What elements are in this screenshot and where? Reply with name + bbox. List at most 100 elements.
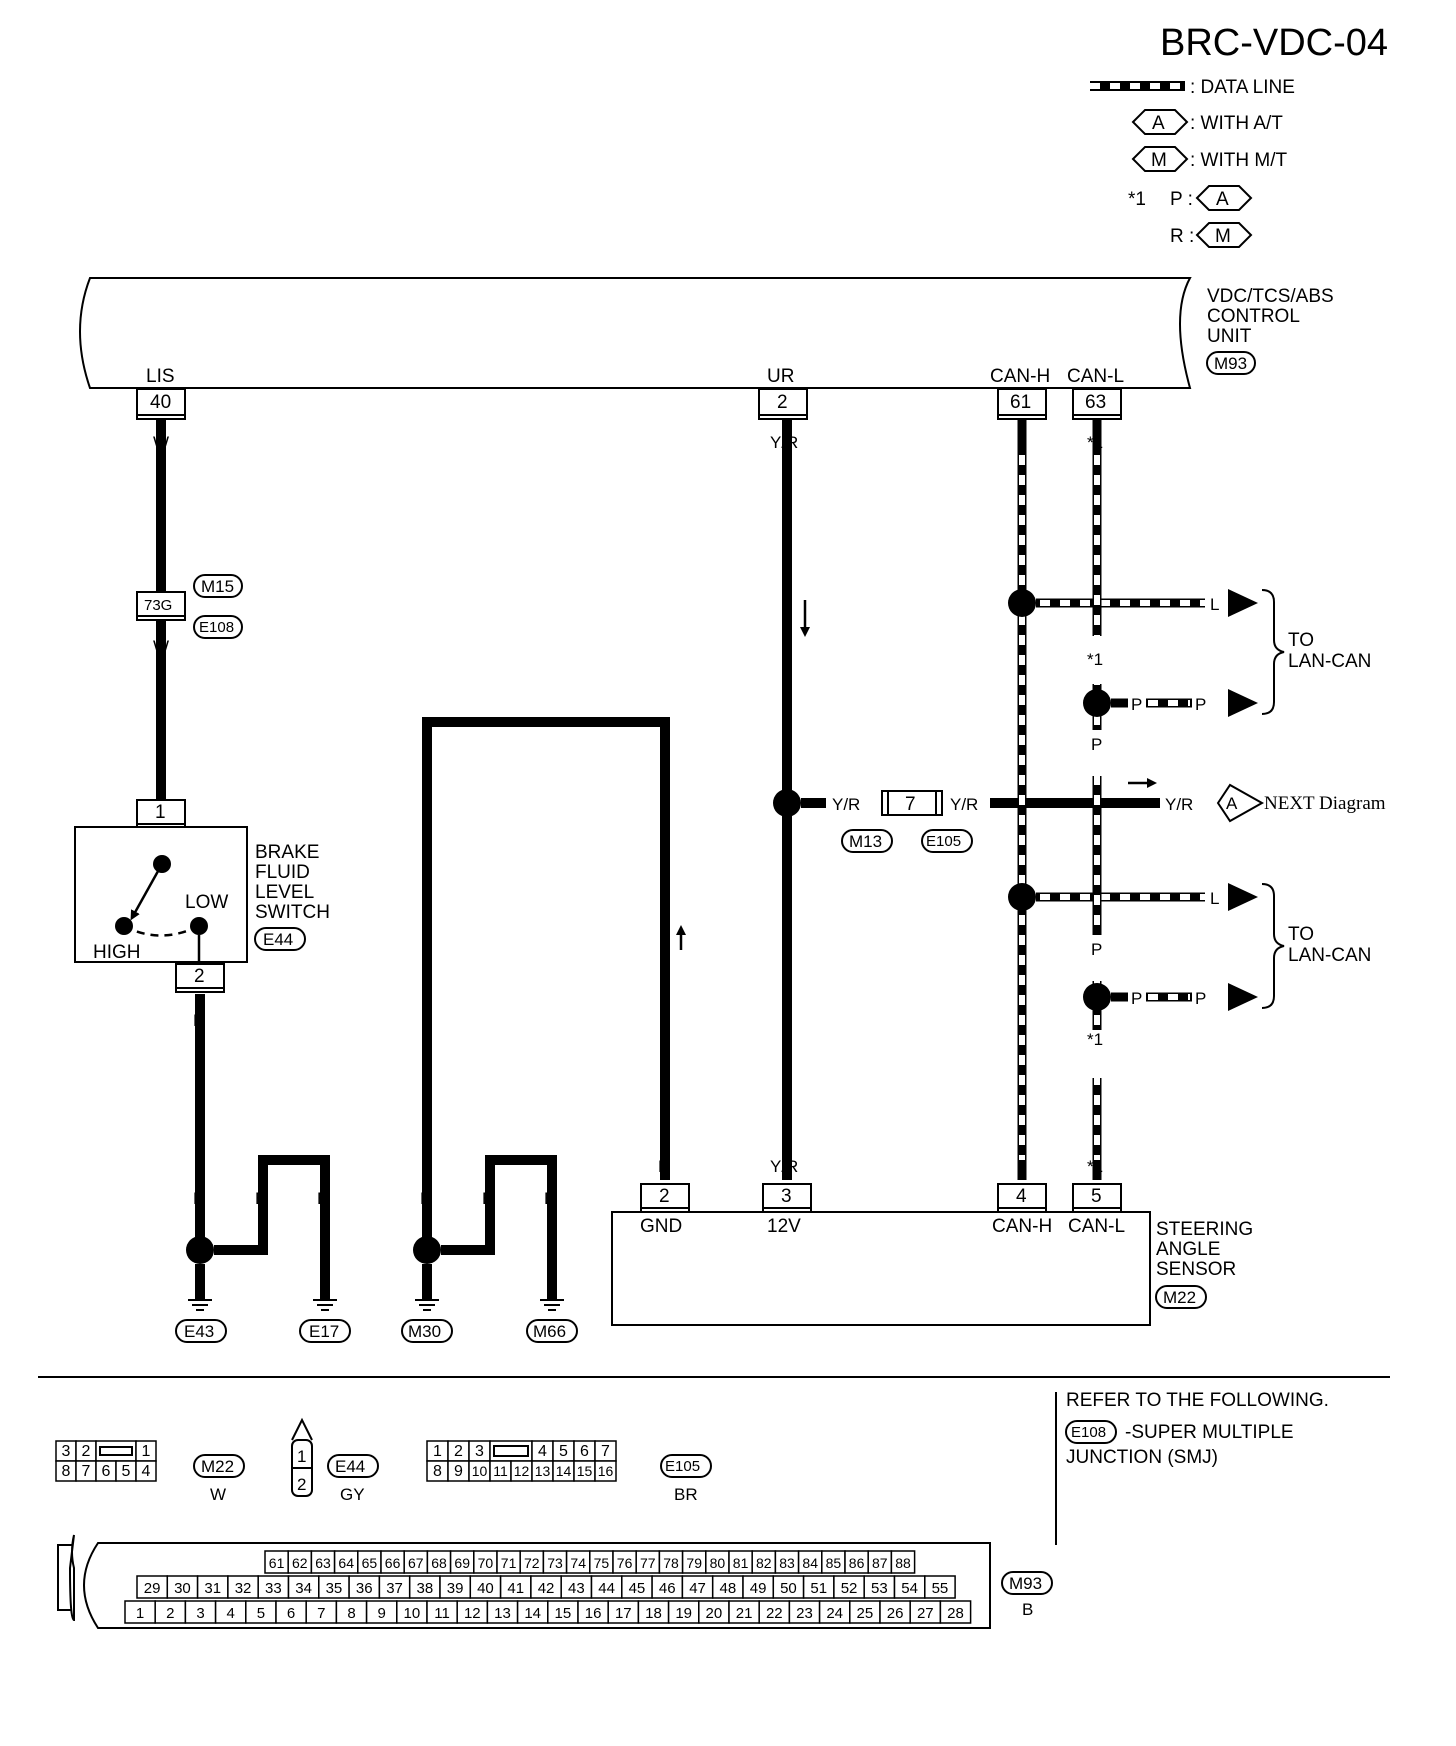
e105-pin-10: 10 — [472, 1463, 488, 1479]
brake-switch-name-3: LEVEL — [255, 882, 314, 903]
wire-label-p-2: P — [1091, 940, 1102, 959]
legend-p-at-badge: A — [1195, 185, 1253, 211]
legend-data-line: : DATA LINE — [1190, 77, 1295, 98]
m93-pin-74: 74 — [570, 1555, 586, 1571]
m93-pin-44: 44 — [598, 1580, 615, 1597]
svg-text:3: 3 — [781, 1186, 792, 1207]
sensor-name-2: ANGLE — [1156, 1239, 1220, 1260]
sensor-pin-label-can-l: CAN-L — [1068, 1216, 1125, 1237]
m93-pin-55: 55 — [932, 1580, 949, 1597]
splice-can-l-1 — [1083, 689, 1111, 717]
m93-pin-51: 51 — [810, 1580, 827, 1597]
pin-label-ur: UR — [767, 366, 794, 387]
svg-text:1: 1 — [155, 802, 166, 823]
svg-text:M93: M93 — [1009, 1574, 1042, 1593]
junction-conn-e108: E108 — [193, 615, 243, 639]
m93-pin-48: 48 — [720, 1580, 737, 1597]
m93-pin-11: 11 — [434, 1605, 450, 1622]
connector-view-e44-badge: E44 — [327, 1454, 379, 1478]
m93-pin-45: 45 — [629, 1580, 646, 1597]
e105-pin-14: 14 — [556, 1463, 572, 1479]
svg-text:M: M — [1215, 226, 1231, 247]
sensor-pin-3: 3 — [762, 1183, 812, 1213]
m93-pin-50: 50 — [780, 1580, 797, 1597]
m93-pin-12: 12 — [464, 1605, 481, 1622]
m93-pin-67: 67 — [408, 1555, 424, 1571]
svg-text:M13: M13 — [849, 832, 882, 851]
svg-text:2: 2 — [777, 392, 788, 413]
svg-text:A: A — [1226, 794, 1238, 813]
m93-pin-17: 17 — [615, 1605, 632, 1622]
ground-symbol-e17 — [313, 1299, 337, 1311]
e105-pin-11: 11 — [493, 1463, 508, 1479]
m93-pin-86: 86 — [849, 1555, 865, 1571]
m93-pin-35: 35 — [326, 1580, 343, 1597]
m93-pin-4: 4 — [227, 1605, 235, 1622]
connector-view-e44: 1 2 — [291, 1417, 313, 1497]
brake-switch-contacts — [115, 855, 208, 962]
wire-label-p-6: P — [1195, 989, 1206, 1008]
m93-pin-83: 83 — [779, 1555, 795, 1571]
m93-pin-49: 49 — [750, 1580, 767, 1597]
m93-pin-40: 40 — [477, 1580, 494, 1597]
wire-label-star-3: *1 — [1087, 1030, 1103, 1049]
m93-pin-75: 75 — [594, 1555, 610, 1571]
svg-text:61: 61 — [1010, 392, 1031, 413]
brace-lan-can-1 — [1261, 589, 1285, 715]
brake-switch-connector: E44 — [254, 927, 306, 951]
m93-pin-53: 53 — [871, 1580, 888, 1597]
e105-pin-1: 1 — [433, 1443, 442, 1460]
e105-pin-9: 9 — [454, 1463, 463, 1480]
svg-text:M: M — [1151, 150, 1167, 171]
m93-pin-23: 23 — [796, 1605, 813, 1622]
m93-pin-76: 76 — [617, 1555, 633, 1571]
ground-label-m66: M66 — [526, 1319, 578, 1343]
wire-label-yr-4: Y/R — [950, 795, 978, 814]
svg-text:E105: E105 — [665, 1458, 700, 1475]
arrow-can-h-1 — [1228, 589, 1258, 617]
splice-m30 — [413, 1236, 441, 1264]
m93-pin-20: 20 — [706, 1605, 723, 1622]
inline-connector-m13: M13 — [841, 829, 893, 853]
wire-label-l-1: L — [1017, 433, 1026, 452]
m93-pin-79: 79 — [686, 1555, 702, 1571]
legend-r-prefix: R : — [1170, 226, 1194, 247]
e105-pin-13: 13 — [535, 1463, 551, 1479]
next-diagram-badge: A — [1216, 783, 1265, 823]
inline-connector-7: 7 — [881, 790, 943, 816]
svg-text:M22: M22 — [201, 1457, 234, 1476]
wire-label-l-3: L — [1210, 595, 1219, 614]
m93-pin-82: 82 — [756, 1555, 772, 1571]
e105-pin-15: 15 — [577, 1463, 593, 1479]
ground-label-e17: E17 — [299, 1319, 351, 1343]
m93-pin-80: 80 — [710, 1555, 726, 1571]
control-unit-name-2: CONTROL — [1207, 306, 1300, 327]
m22-pin-7: 7 — [82, 1463, 91, 1480]
m22-pin-6: 6 — [102, 1463, 111, 1480]
m93-pin-8: 8 — [347, 1605, 355, 1622]
junction-conn-m15: M15 — [193, 574, 243, 598]
svg-text:E44: E44 — [263, 930, 293, 949]
refer-line-2: -SUPER MULTIPLE — [1125, 1422, 1294, 1443]
m93-pin-38: 38 — [417, 1580, 434, 1597]
splice-can-h-1 — [1008, 589, 1036, 617]
wire-label-b-8: B — [658, 1157, 669, 1176]
brake-switch-pin-2: 2 — [175, 963, 225, 993]
svg-text:A: A — [1216, 189, 1229, 210]
m93-pin-27: 27 — [917, 1605, 934, 1622]
m93-pin-18: 18 — [645, 1605, 662, 1622]
m93-pin-31: 31 — [204, 1580, 221, 1597]
lan-can-name-2: LAN-CAN — [1288, 945, 1371, 966]
m93-pin-19: 19 — [675, 1605, 692, 1622]
pin-2-ur: 2 — [758, 388, 808, 420]
sensor-pin-2: 2 — [640, 1183, 690, 1213]
pin-label-can-l: CAN-L — [1067, 366, 1124, 387]
legend-with-mt: : WITH M/T — [1190, 150, 1287, 171]
brake-switch-pin-1: 1 — [136, 799, 186, 829]
svg-text:7: 7 — [905, 794, 916, 815]
e105-pin-6: 6 — [580, 1443, 589, 1460]
m93-pin-29: 29 — [144, 1580, 161, 1597]
